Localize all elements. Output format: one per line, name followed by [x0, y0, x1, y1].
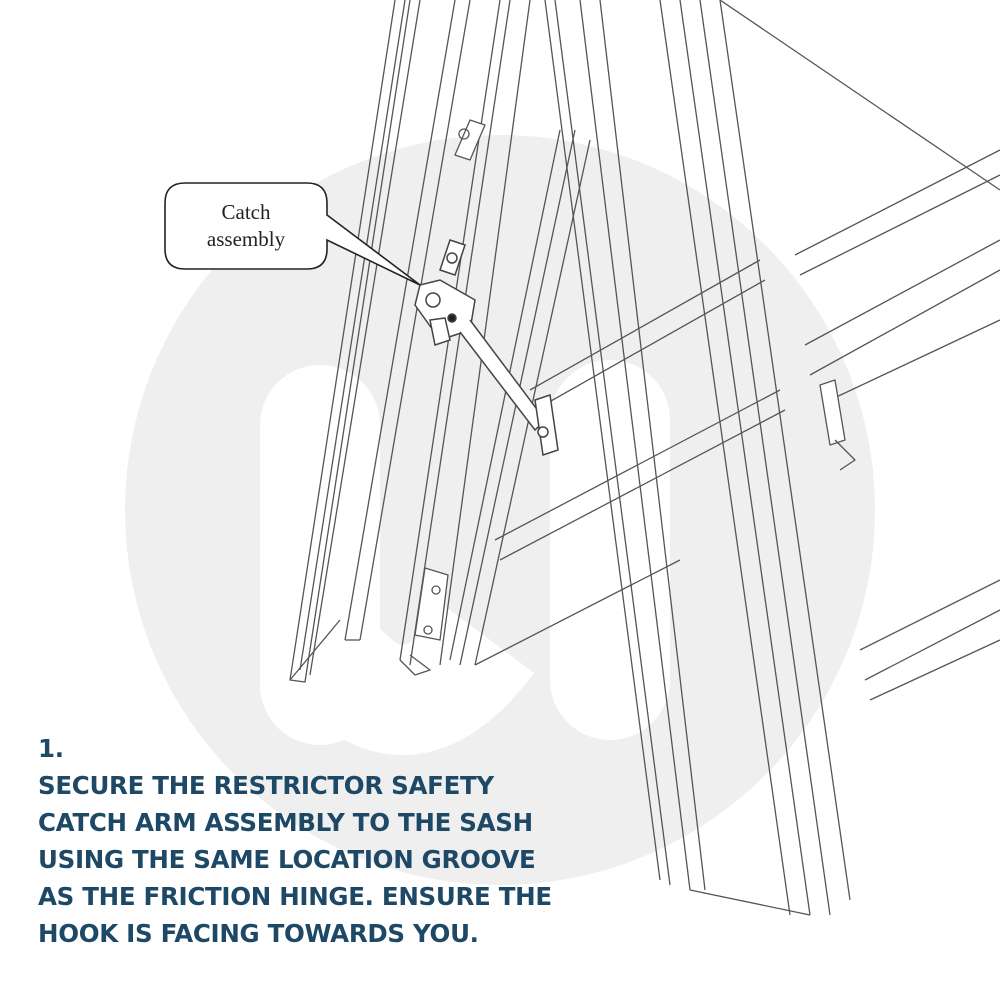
catch-assembly-label: Catch assembly: [165, 183, 327, 269]
step-number: 1.: [38, 734, 64, 763]
callout-line-1: Catch: [221, 200, 271, 224]
instruction-line: AS THE FRICTION HINGE. ENSURE THE: [38, 882, 552, 911]
instruction-line: SECURE THE RESTRICTOR SAFETY: [38, 771, 494, 800]
instruction-line: HOOK IS FACING TOWARDS YOU.: [38, 919, 479, 948]
instruction-line: CATCH ARM ASSEMBLY TO THE SASH: [38, 808, 533, 837]
watermark-logo: [125, 135, 875, 885]
instruction-block: 1. SECURE THE RESTRICTOR SAFETY CATCH AR…: [38, 730, 552, 952]
callout-bubble: [164, 182, 421, 286]
callout-line-2: assembly: [206, 227, 286, 251]
catch-assembly: [414, 239, 559, 456]
instruction-line: USING THE SAME LOCATION GROOVE: [38, 845, 536, 874]
